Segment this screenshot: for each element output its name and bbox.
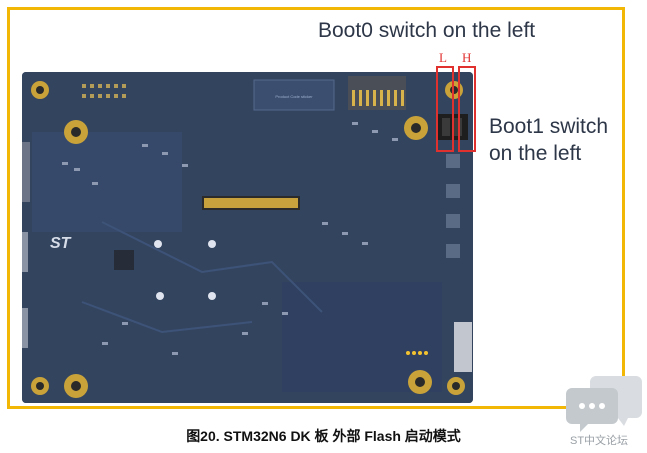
mounting-hole [408, 370, 432, 394]
stm32n6-dk-board-image: Product Code sticker ST [22, 72, 473, 403]
label-h-box [458, 66, 476, 152]
watermark-text: ST中文论坛 [570, 435, 629, 447]
pcb-drawing: Product Code sticker ST [22, 72, 473, 403]
boot0-annotation: Boot0 switch on the left [318, 19, 536, 42]
mounting-hole [404, 116, 428, 140]
label-h: H [462, 50, 472, 65]
figure-caption: 图20. STM32N6 DK 板 外部 Flash 启动模式 [186, 428, 461, 444]
mounting-hole [31, 377, 49, 395]
label-l: L [439, 50, 447, 65]
mounting-hole [64, 374, 88, 398]
boot1-annotation: Boot1 switch on the left [489, 115, 609, 165]
chat-bubble-icon [566, 376, 642, 432]
label-l-box [436, 66, 454, 152]
sticker-label: Product Code sticker [275, 94, 313, 99]
st-logo-icon: ST [50, 235, 72, 252]
mounting-hole [447, 377, 465, 395]
mounting-hole [31, 81, 49, 99]
mounting-hole [64, 120, 88, 144]
